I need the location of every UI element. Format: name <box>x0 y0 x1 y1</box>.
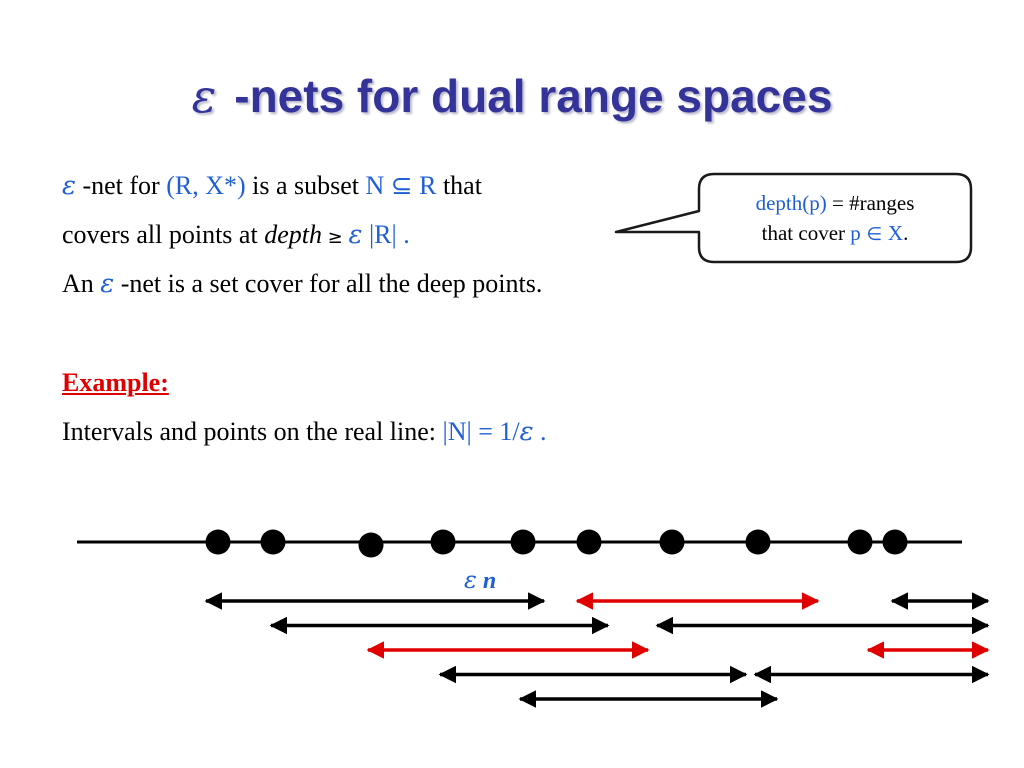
point-2 <box>260 529 286 555</box>
point-9 <box>847 529 873 555</box>
text-fragment: = #ranges <box>826 191 915 215</box>
point-10 <box>882 529 908 555</box>
net-size-formula: |N| = 1/ <box>442 417 520 446</box>
text-fragment: Intervals and points on the real line: <box>62 417 443 446</box>
subset-expression: N ⊆ R <box>365 171 437 200</box>
example-line: Intervals and points on the real line: |… <box>62 416 547 448</box>
text-fragment: An <box>62 269 101 298</box>
point-3 <box>358 532 384 558</box>
epsilon-symbol: ε <box>464 566 477 594</box>
points-layer <box>205 529 908 558</box>
example-label: Example: <box>62 368 169 397</box>
text-fragment: is a subset <box>245 171 366 200</box>
text-fragment: that cover <box>761 221 851 245</box>
title-epsilon-symbol: ε <box>191 69 217 123</box>
text-fragment: that <box>436 171 482 200</box>
element-of-symbol: ∈ <box>860 224 888 245</box>
callout-line-1: depth(p) = #ranges <box>700 188 970 218</box>
example-heading: Example: <box>62 367 169 399</box>
point-p: p <box>850 221 861 245</box>
range-size: |R| . <box>362 220 410 249</box>
text-fragment: . <box>903 221 909 245</box>
set-x: X <box>887 221 904 245</box>
depth-function: depth(p) <box>755 191 827 215</box>
formula-end: . <box>533 417 547 446</box>
title-text: -nets for dual range spaces <box>234 70 833 122</box>
definition-line-1: ε -net for (R, X*) is a subset N ⊆ R tha… <box>62 170 482 202</box>
callout-text: depth(p) = #ranges that cover p ∈ X. <box>700 188 970 250</box>
epsilon-symbol: ε <box>100 269 115 299</box>
text-fragment: -net for <box>75 171 167 200</box>
text-fragment: -net is a set cover for all the deep poi… <box>114 269 543 298</box>
point-8 <box>745 529 771 555</box>
definition-line-3: An ε -net is a set cover for all the dee… <box>62 268 542 300</box>
range-space-pair: (R, X*) <box>166 171 246 200</box>
ranges-layer <box>204 592 990 708</box>
epsilon-symbol: ε <box>62 171 76 201</box>
point-7 <box>659 529 685 555</box>
point-4 <box>430 529 456 555</box>
epsilon-symbol: ε <box>519 417 534 447</box>
n-variable: n <box>483 568 496 594</box>
definition-line-2: covers all points at depth ≥ ε |R| . <box>62 219 410 254</box>
callout-line-2: that cover p ∈ X. <box>700 218 970 250</box>
slide-title: ε -nets for dual range spaces <box>0 66 1024 126</box>
epsilon-symbol: ε <box>348 220 363 250</box>
point-6 <box>576 529 602 555</box>
text-fragment: covers all points at <box>62 220 265 249</box>
depth-word: depth <box>264 220 322 249</box>
geq-symbol: ≥ <box>321 227 349 248</box>
point-1 <box>205 529 231 555</box>
callout-bubble <box>614 172 973 264</box>
point-5 <box>510 529 536 555</box>
